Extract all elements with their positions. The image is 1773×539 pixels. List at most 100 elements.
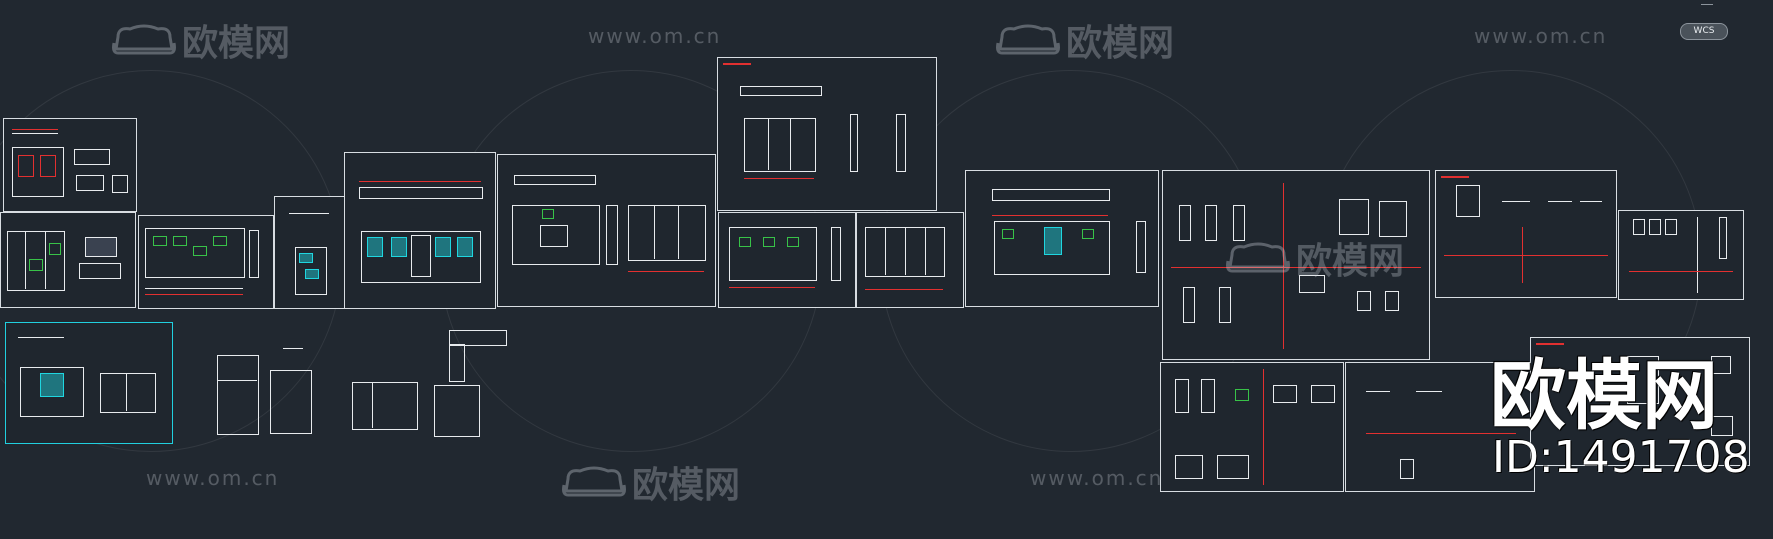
divider — [925, 227, 926, 275]
detail-view — [1357, 291, 1371, 311]
side-section — [1719, 217, 1727, 259]
cabinet-elevation — [1217, 455, 1249, 479]
drawing-sheet[interactable] — [344, 152, 496, 309]
dimension-line — [145, 294, 243, 295]
drawing-sheet[interactable] — [1162, 170, 1430, 360]
drawing-sheet[interactable] — [1618, 210, 1744, 300]
drawing-sheet[interactable] — [1530, 337, 1750, 466]
plan-line — [145, 288, 243, 289]
watermark-logo: 欧模网 — [996, 14, 1174, 66]
section-line — [289, 213, 329, 214]
wardrobe-elevation — [100, 373, 156, 413]
divider — [790, 118, 791, 170]
cabinet-section — [1183, 287, 1195, 323]
wardrobe-elevation — [729, 227, 817, 281]
cabinet-section — [1201, 379, 1215, 413]
shelf-fill — [1235, 389, 1249, 401]
cabinet-section — [1205, 205, 1217, 241]
side-view — [74, 149, 110, 165]
top-view — [514, 175, 596, 185]
door-panel — [1649, 219, 1661, 235]
drawing-sheet[interactable] — [717, 57, 937, 211]
drawing-sheet[interactable] — [1345, 362, 1535, 492]
shelf-fill — [213, 236, 227, 246]
shelf-fill — [29, 259, 43, 271]
cabinet-elevation — [994, 221, 1110, 275]
wcs-icon[interactable]: WCS — [1680, 23, 1728, 40]
cabinet-elevation — [434, 385, 480, 437]
drawing-sheet[interactable] — [856, 212, 964, 308]
sofa-icon — [562, 466, 626, 497]
drawing-sheet[interactable] — [0, 212, 136, 308]
divider — [768, 118, 769, 170]
desk-view — [79, 263, 121, 279]
section-line — [283, 348, 303, 349]
cabinet-section — [1233, 205, 1245, 241]
cabinet-elevation — [1175, 455, 1203, 479]
watermark-logo: 欧模网 — [562, 456, 740, 508]
cabinet-door — [18, 155, 34, 177]
cabinet-elevation — [217, 355, 259, 435]
top-view — [18, 337, 64, 338]
watermark-url: www.om.cn — [146, 466, 280, 490]
dimension-line — [1366, 433, 1516, 434]
divider — [45, 231, 46, 289]
drawing-sheet[interactable] — [138, 215, 274, 309]
sheet-title — [723, 63, 751, 65]
shelf-fill — [193, 246, 207, 256]
tv-panel — [85, 237, 117, 257]
viewcube-stub — [1701, 0, 1713, 5]
dimension-line — [359, 181, 481, 182]
dimension-line — [1444, 255, 1608, 256]
dimension-line — [1629, 271, 1733, 272]
drawing-sheet-selected[interactable] — [5, 322, 173, 444]
watermark-brand: 欧模网 — [1066, 23, 1175, 64]
cabinet-section — [1179, 205, 1191, 241]
frame-detail — [1339, 199, 1369, 235]
door-panel — [1665, 219, 1677, 235]
shelf-fill — [542, 209, 554, 219]
cabinet-section — [1175, 379, 1189, 413]
arch-panel — [411, 235, 431, 277]
dimension-line — [744, 178, 814, 179]
divider — [905, 227, 906, 275]
dimension-line — [992, 215, 1108, 216]
drawing-sheet[interactable] — [274, 196, 346, 309]
door-panel — [1633, 219, 1645, 235]
sheet-title — [1536, 343, 1564, 345]
detail-view — [112, 175, 128, 193]
side-section — [831, 227, 841, 281]
drawing-sheet[interactable] — [965, 170, 1159, 307]
drawing-sheet[interactable] — [1160, 362, 1344, 492]
divider — [1697, 217, 1698, 293]
mirror-panel — [1044, 227, 1062, 255]
shelf-fill — [153, 236, 167, 246]
l-shaped-plan — [449, 344, 465, 382]
drawing-sheet[interactable] — [497, 154, 716, 307]
watermark-brand: 欧模网 — [182, 23, 291, 64]
section-line — [1580, 201, 1602, 202]
divider — [217, 380, 257, 381]
watermark-brand: 欧模网 — [632, 465, 741, 506]
shelf-fill — [1082, 229, 1094, 239]
glass-shelf — [40, 373, 64, 397]
cabinet-elevation — [628, 205, 706, 261]
drawing-sheet[interactable] — [1435, 170, 1617, 298]
sofa-icon — [996, 24, 1060, 55]
divider — [654, 205, 655, 259]
glass-door — [391, 237, 407, 257]
frame-detail — [1379, 201, 1407, 237]
cabinet-elevation — [270, 370, 312, 434]
cabinet-door — [40, 155, 56, 177]
section-line — [1502, 201, 1530, 202]
top-view — [740, 86, 822, 96]
glass-shelf — [299, 253, 313, 263]
shelf-fill — [1002, 229, 1014, 239]
glass-door — [435, 237, 451, 257]
section-line — [1416, 391, 1442, 392]
detail-view — [1711, 356, 1731, 374]
drawing-sheet[interactable] — [718, 212, 856, 308]
glass-door — [457, 237, 473, 257]
drawing-sheet[interactable] — [3, 118, 137, 212]
